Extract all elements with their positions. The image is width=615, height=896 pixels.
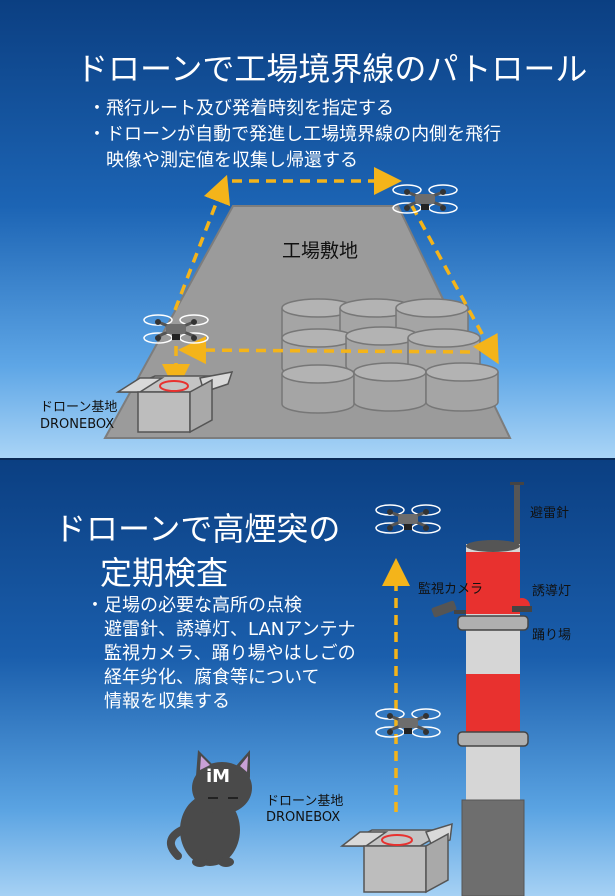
factory-patrol-panel: ドローンで工場境界線のパトロール ・飛行ルート及び発着時刻を指定する ・ドローン… <box>0 0 615 458</box>
beacon-label: 誘導灯 <box>532 584 572 599</box>
patrol-bullet-3: 映像や測定値を収集し帰還する <box>106 150 358 171</box>
chimney-bullet-4: 経年劣化、腐食等について <box>104 667 320 688</box>
chimney-bullet-1: ・足場の必要な高所の点検 <box>86 595 302 616</box>
chimney-bullet-2: 避雷針、誘導灯、LANアンテナ <box>104 619 356 640</box>
chimney-title-line-2: 定期検査 <box>100 554 229 592</box>
platform-label: 踊り場 <box>532 628 572 643</box>
tank-icon <box>425 362 499 412</box>
chimney-icon <box>457 482 529 896</box>
camera-icon <box>431 600 466 618</box>
tank-icon <box>281 364 355 414</box>
patrol-bullet-2: ・ドローンが自動で発進し工場境界線の内側を飛行 <box>88 124 502 145</box>
patrol-bullet-1: ・飛行ルート及び発着時刻を指定する <box>88 98 394 119</box>
drone-icon <box>374 503 442 535</box>
dronebox-icon <box>115 371 234 434</box>
dronebox-icon <box>339 822 453 894</box>
panel-divider <box>0 458 615 460</box>
chimney-bullet-5: 情報を収集する <box>104 691 230 712</box>
chimney-illustration: iM <box>167 482 532 896</box>
factory-site-label: 工場敷地 <box>282 240 359 262</box>
factory-site-illustration <box>103 167 512 439</box>
camera-label: 監視カメラ <box>418 582 484 597</box>
patrol-route <box>162 167 499 392</box>
chimney-title-line-1: ドローンで高煙突の <box>54 510 341 548</box>
chimney-inspection-panel: ドローンで高煙突の 定期検査 ・足場の必要な高所の点検 避雷針、誘導灯、LANア… <box>0 460 615 896</box>
beacon-icon <box>512 598 532 612</box>
patrol-title: ドローンで工場境界線のパトロール <box>76 50 588 88</box>
dronebox-label-en: DRONEBOX <box>40 417 115 432</box>
mascot-text: iM <box>206 766 230 787</box>
lightning-rod-label: 避雷針 <box>530 506 570 521</box>
chimney-bullet-3: 監視カメラ、踊り場やはしごの <box>104 643 356 664</box>
tank-icon <box>353 362 427 412</box>
cat-mascot-icon <box>167 750 252 867</box>
drone-icon <box>391 183 459 215</box>
dronebox-label-jp: ドローン基地 <box>40 400 118 415</box>
dronebox-label-en: DRONEBOX <box>266 810 341 825</box>
drone-icon <box>374 707 442 739</box>
dronebox-label-jp: ドローン基地 <box>266 794 344 809</box>
